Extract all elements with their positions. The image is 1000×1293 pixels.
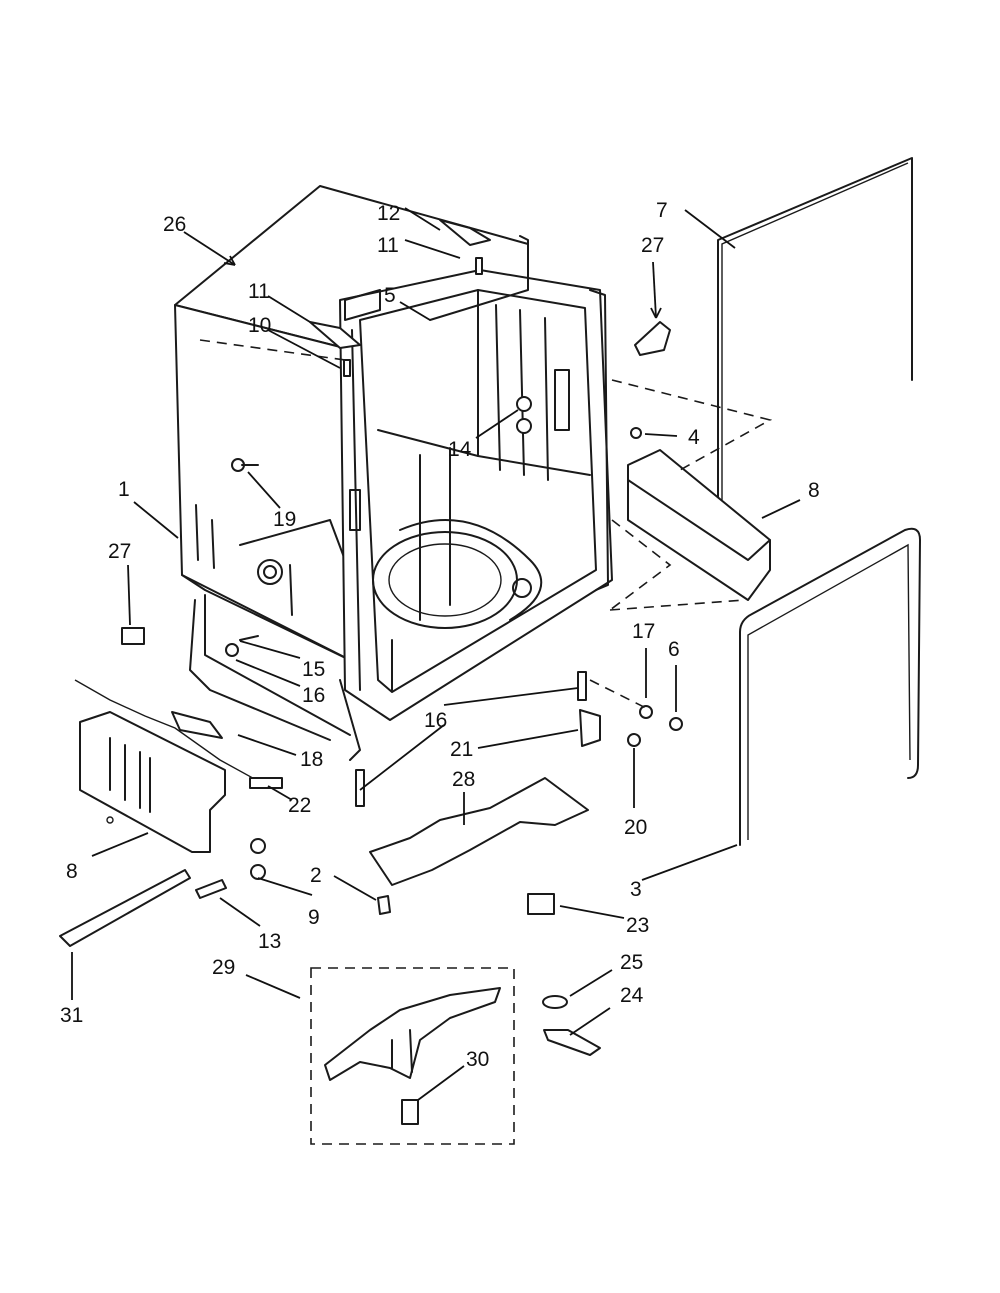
reference-lines xyxy=(199,339,773,711)
callout-9: 9 xyxy=(308,906,320,929)
callout-23: 19 xyxy=(273,508,296,531)
callout-20: 21 xyxy=(450,738,473,761)
callout-29: 29 xyxy=(212,956,235,979)
callout-22: 23 xyxy=(626,914,649,937)
callout-30: 30 xyxy=(466,1048,489,1071)
callout-7: 7 xyxy=(656,199,668,222)
callout-10-left: 10 xyxy=(248,314,271,337)
callout-labels: 26 12 11 27 7 11 5 10 4 14 8 19 1 27 17 … xyxy=(60,199,820,1071)
callout-8-left: 8 xyxy=(66,860,78,883)
callout-11-top: 12 xyxy=(377,202,400,225)
callout-28: 28 xyxy=(452,768,475,791)
callout-31: 31 xyxy=(60,1004,83,1027)
callout-24: 26 xyxy=(163,213,186,236)
callout-3: 3 xyxy=(630,878,642,901)
callout-6: 6 xyxy=(668,638,680,661)
callout-8-right: 8 xyxy=(808,479,820,502)
callout-13: 14 xyxy=(448,438,472,461)
door-gasket-top xyxy=(717,157,913,501)
callout-21: 22 xyxy=(288,794,311,817)
callout-2: 2 xyxy=(310,864,322,887)
callout-4: 4 xyxy=(688,426,700,449)
tub-assembly xyxy=(174,185,613,761)
callout-5: 5 xyxy=(384,284,396,307)
callout-14: 15 xyxy=(302,658,325,681)
callout-12: 13 xyxy=(258,930,281,953)
callout-19: 20 xyxy=(624,816,647,839)
callout-10-top: 11 xyxy=(377,234,399,257)
callout-27-top: 27 xyxy=(641,234,664,257)
callout-arrows xyxy=(71,207,801,1101)
spray-arm-dashed-box xyxy=(310,967,515,1145)
callout-11-left: 11 xyxy=(248,280,270,303)
tub-gasket-loop xyxy=(739,527,921,846)
callout-15: 16 xyxy=(302,684,325,707)
base-plate xyxy=(369,777,589,886)
callout-27-left: 27 xyxy=(108,540,131,563)
spray-arm-assembly xyxy=(324,987,501,1125)
right-insulation-block xyxy=(627,449,771,601)
left-insulation-block xyxy=(79,711,226,853)
callout-18: 18 xyxy=(300,748,323,771)
small-hardware xyxy=(59,219,683,1056)
callout-26: 25 xyxy=(620,951,643,974)
callout-17: 17 xyxy=(632,620,655,643)
callout-25: 24 xyxy=(620,984,644,1007)
callout-16-right: 16 xyxy=(424,709,447,732)
callout-1: 1 xyxy=(118,478,130,501)
